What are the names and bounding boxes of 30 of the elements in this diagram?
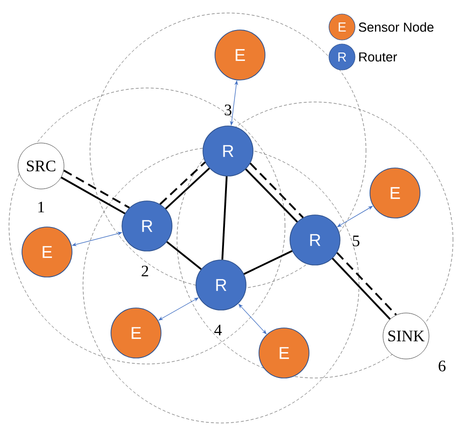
router-node: R [290, 214, 340, 266]
router-node: R [122, 200, 172, 252]
link-line [245, 168, 298, 222]
sensor-node: E [110, 308, 162, 358]
link-line [165, 168, 210, 210]
link-line [63, 170, 130, 208]
link-line [60, 176, 126, 214]
endpoint-node: SINK [382, 312, 430, 360]
sensor-node: E [258, 328, 310, 378]
legend-label: Router [359, 52, 397, 62]
sensor-node: E [370, 168, 420, 218]
link-line [221, 176, 228, 260]
sensor-node: E [214, 30, 266, 80]
node-number: 4 [214, 324, 222, 336]
endpoint-node: SRC [18, 142, 64, 190]
link-line [244, 250, 292, 275]
node-number: 1 [38, 202, 44, 212]
node-number: 3 [224, 104, 232, 116]
link-line [250, 162, 304, 218]
node-number: 6 [438, 360, 446, 372]
node-number: 5 [352, 236, 360, 246]
router-node: R [196, 260, 246, 310]
link-line [336, 252, 397, 316]
router-node: R [202, 126, 254, 176]
link-line [166, 241, 202, 270]
link-line [159, 161, 206, 205]
node-number: 2 [142, 266, 148, 276]
link-line [332, 258, 391, 320]
legend-label: Sensor Node [358, 22, 434, 32]
sensor-node: E [22, 226, 72, 278]
